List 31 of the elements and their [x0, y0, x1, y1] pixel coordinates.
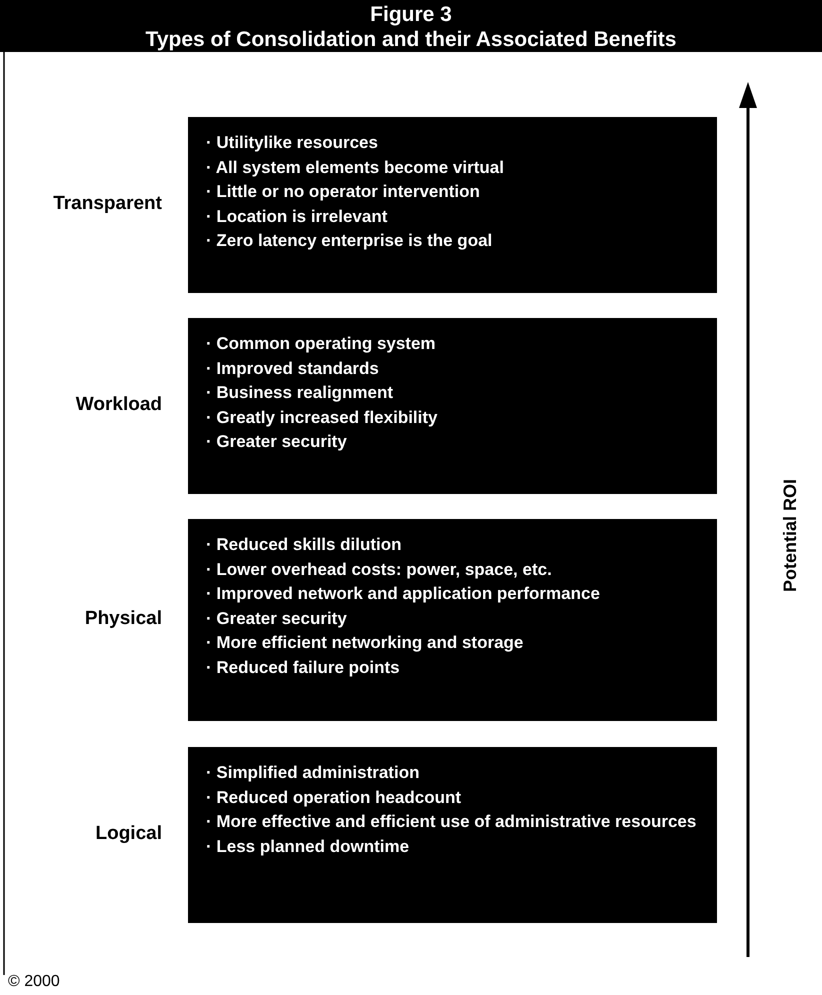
consolidation-type: Workload — [76, 394, 162, 416]
source-note: © 2000 — [8, 973, 60, 991]
benefit-item: · Reduced skills dilution — [206, 534, 403, 556]
benefit-item: · Improved standards — [206, 358, 380, 380]
benefit-box — [188, 318, 717, 494]
benefit-item: · Greater security — [206, 608, 348, 630]
benefit-box — [188, 747, 717, 923]
benefit-item: · Business realignment — [206, 382, 394, 404]
consolidation-type: Logical — [95, 823, 162, 845]
benefit-item: · More efficient networking and storage — [206, 632, 524, 654]
benefit-item: · Less planned downtime — [206, 836, 410, 858]
benefit-item: · More effective and efficient use of administrative resources — [206, 811, 698, 833]
benefit-item: · Improved network and application performance — [206, 583, 601, 605]
benefit-item: · All system elements become virtual — [206, 156, 505, 178]
benefit-item: · Reduced operation headcount — [206, 786, 462, 808]
benefit-item: · Zero latency enterprise is the goal — [206, 230, 494, 252]
benefit-item: · Common operating system — [206, 333, 437, 355]
benefit-box — [188, 117, 717, 293]
axis-label: Potential ROI — [780, 478, 800, 592]
benefit-item: · Greater security — [206, 431, 348, 453]
consolidation-type: Transparent — [53, 193, 162, 215]
consolidation-type: Physical — [84, 608, 162, 630]
benefit-item: · Reduced failure points — [206, 656, 401, 678]
benefit-item: · Location is irrelevant — [206, 206, 388, 228]
benefit-item: · Lower overhead costs: power, space, etc. — [206, 558, 553, 580]
benefit-item: · Utilitylike resources — [206, 132, 379, 154]
benefit-item: · Simplified administration — [206, 762, 420, 784]
figure-title: Figure 3 Types of Consolidation and their Associated Benefits — [0, 0, 822, 52]
benefit-item: · Little or no operator intervention — [206, 181, 481, 203]
benefit-item: · Greatly increased flexibility — [206, 406, 438, 428]
benefit-box — [188, 519, 717, 721]
